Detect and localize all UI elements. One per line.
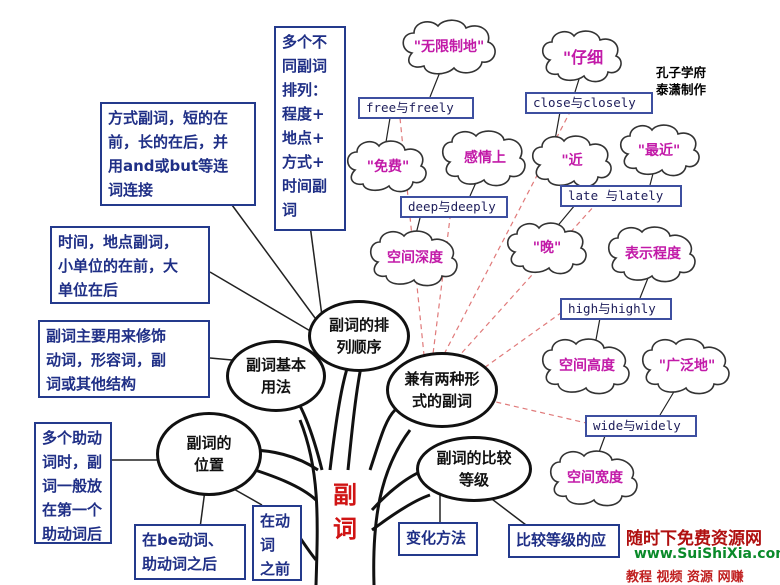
cloud-free-shape xyxy=(346,140,427,193)
pair-deep: deep与deeply xyxy=(400,196,508,218)
cloud-space-height-shape xyxy=(541,338,630,395)
node-basic-usage: 副词基本 用法 xyxy=(226,340,326,412)
cloud-feeling: 感情上 xyxy=(464,150,506,166)
box-change-method: 变化方法 xyxy=(398,522,478,556)
link-order-multi xyxy=(309,224,323,317)
box-manner: 方式副词，短的在 前，长的在后，并 用and或but等连 词连接 xyxy=(100,102,256,206)
link-free-unlimited xyxy=(429,71,441,98)
node-comparison: 副词的比较 等级 xyxy=(416,436,532,502)
cloud-feeling-shape xyxy=(441,130,526,187)
cloud-late: "晚" xyxy=(532,240,562,256)
node-two-forms: 兼有两种形 式的副词 xyxy=(386,352,498,428)
link-order-manner xyxy=(231,204,319,323)
branch-to-two-forms xyxy=(368,408,397,471)
cloud-widely: "广泛地" xyxy=(658,358,716,374)
cloud-recent-shape xyxy=(619,124,700,177)
node-position: 副词的 位置 xyxy=(156,412,262,496)
cloud-unlimited-shape xyxy=(402,19,496,75)
trunk-title: 副词 xyxy=(333,480,357,543)
pair-wide: wide与widely xyxy=(585,415,697,437)
cloud-space-height: 空间高度 xyxy=(559,358,615,374)
box-comparison-use: 比较等级的应 xyxy=(508,524,620,558)
trunk-right-edge xyxy=(372,429,412,585)
author-credit: 孔子学府 泰潇制作 xyxy=(656,65,707,97)
box-modify: 副词主要用来修饰 动词，形容词，副 词或其他结构 xyxy=(38,320,210,398)
box-order-multi: 多个不 同副词 排列： 程度+ 地点+ 方式+ 时间副 词 xyxy=(274,26,346,231)
box-verb-before: 在动词 之前 xyxy=(252,505,302,581)
cloud-degree: 表示程度 xyxy=(625,246,681,262)
link-basic-modify xyxy=(209,357,233,361)
cloud-near-shape xyxy=(531,135,612,188)
cloud-near: "近 xyxy=(561,153,583,169)
link-close-near xyxy=(554,111,561,141)
cloud-free-of-charge: "免费" xyxy=(366,159,410,175)
box-aux: 多个助动 词时，副 词一般放 在第一个 助动词后 xyxy=(34,422,112,544)
link-position-verb xyxy=(231,487,263,506)
cloud-space-depth-shape xyxy=(369,230,458,287)
cloud-degree-shape xyxy=(607,226,696,283)
branch-to-comparison-2 xyxy=(371,493,431,532)
link-high-degree xyxy=(639,277,649,299)
cloud-space-width-shape xyxy=(549,450,638,507)
watermark-line3: 教程 视频 资源 网赚 xyxy=(626,570,744,585)
cloud-careful: "仔细 xyxy=(562,48,604,67)
link-order-time xyxy=(209,271,313,333)
box-be-aux: 在be动词、 助动词之后 xyxy=(134,524,246,580)
cloud-unlimited: "无限制地" xyxy=(413,39,485,55)
pair-high: high与highly xyxy=(560,298,672,320)
cloud-careful-shape xyxy=(541,30,622,83)
watermark-line2: www.SuiShiXia.com xyxy=(634,546,780,562)
cloud-recent: "最近" xyxy=(637,143,681,159)
cloud-space-depth: 空间深度 xyxy=(387,250,443,266)
trunk-left-edge xyxy=(298,419,319,585)
node-order: 副词的排 列顺序 xyxy=(308,300,410,372)
branch-to-order-2 xyxy=(346,361,364,471)
link-wide-widely xyxy=(659,389,676,416)
link-position-be xyxy=(199,489,206,529)
box-time-place: 时间，地点副词， 小单位的在前，大 单位在后 xyxy=(50,226,210,304)
cloud-late-shape xyxy=(506,222,587,275)
pair-close: close与closely xyxy=(525,92,653,114)
cloud-widely-shape xyxy=(641,338,730,395)
watermark-line1: 随时下免费资源网 xyxy=(626,529,762,549)
branch-to-order xyxy=(328,359,352,471)
pair-late: late 与lately xyxy=(560,185,682,207)
branch-to-position-2 xyxy=(254,468,318,502)
pair-free: free与freely xyxy=(358,97,474,119)
cloud-space-width: 空间宽度 xyxy=(567,470,623,486)
